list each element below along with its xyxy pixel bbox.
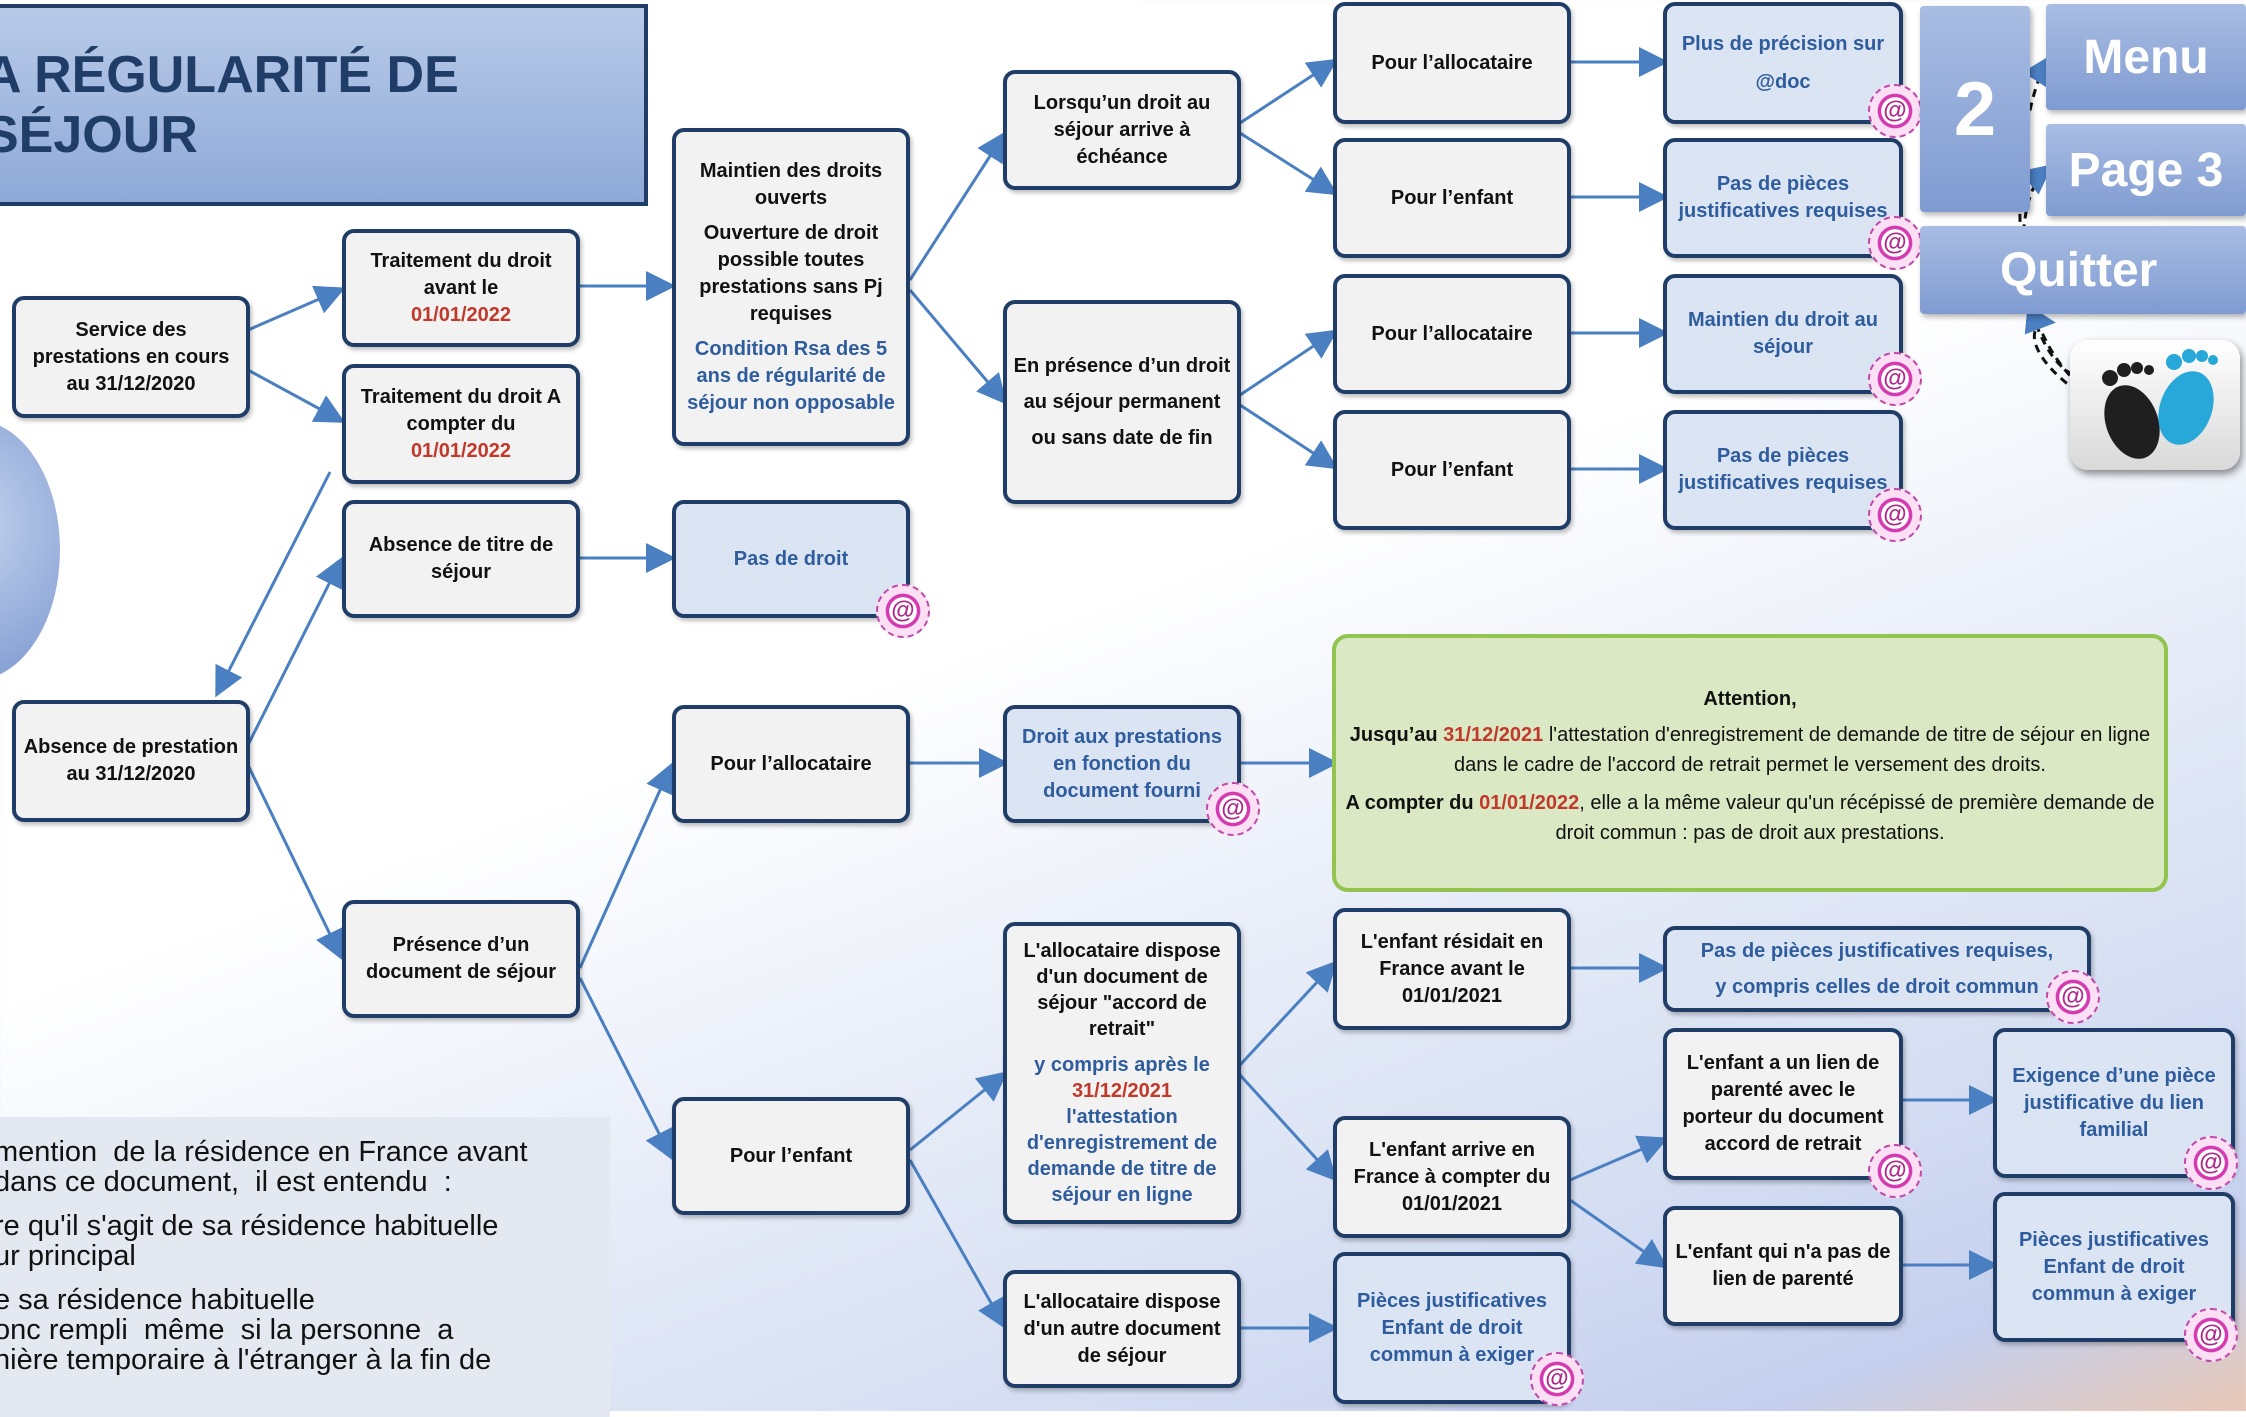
plus-precision-box[interactable]: Plus de précision sur @doc	[1663, 2, 1903, 124]
pour-enfant-3-box: Pour l’enfant	[672, 1097, 910, 1215]
pour-allocataire-2-box: Pour l’allocataire	[1333, 274, 1571, 394]
doc-seal-icon[interactable]: @	[2184, 1136, 2238, 1190]
page-number-badge: 2	[1920, 6, 2030, 212]
doc-seal-icon[interactable]: @	[1868, 1144, 1922, 1198]
attention-jusqu: Jusqu’au	[1349, 724, 1438, 746]
traitement-compter-date: 01/01/2022	[410, 439, 512, 462]
attention-note: Attention, Jusqu’au 31/12/2021 l'attesta…	[1332, 634, 2168, 892]
seal-glyph: @	[2061, 983, 2085, 1010]
page3-button[interactable]: Page 3	[2046, 124, 2246, 216]
droit-aux-prestations-box: Droit aux prestations en fonction du doc…	[1003, 705, 1241, 823]
y-compris-label: y compris après le	[1034, 1054, 1210, 1076]
note-line-7: nière temporaire à l'étranger à la fin d…	[0, 1344, 492, 1376]
doc-seal-icon[interactable]: @	[1868, 216, 1922, 270]
pas-pieces-1-box: Pas de pièces justificatives requises	[1663, 138, 1903, 258]
absence-titre-box: Absence de titre de séjour	[342, 500, 580, 618]
absence-prestation-box: Absence de prestation au 31/12/2020	[12, 700, 250, 822]
seal-glyph: @	[1883, 365, 1907, 392]
note-line-5: e sa résidence habituelle	[0, 1284, 315, 1316]
attestation-label: l'attestation d'enregistrement de demand…	[1026, 1106, 1218, 1206]
maintien-droit-sejour-box: Maintien du droit au séjour	[1663, 274, 1903, 394]
condition-rsa-label: Condition Rsa des 5 ans de régularité de…	[687, 337, 895, 414]
pour-enfant-2-box: Pour l’enfant	[1333, 410, 1571, 530]
traitement-compter-box: Traitement du droit A compter du 01/01/2…	[342, 364, 580, 484]
seal-glyph: @	[1883, 1157, 1907, 1184]
enfant-residait-box: L'enfant résidait en France avant le 01/…	[1333, 908, 1571, 1030]
pour-enfant-1-box: Pour l’enfant	[1333, 138, 1571, 258]
seal-glyph: @	[2199, 1321, 2223, 1348]
doc-seal-icon[interactable]: @	[2046, 970, 2100, 1024]
enfant-lien-parente-box: L'enfant a un lien de parenté avec le po…	[1663, 1028, 1903, 1180]
attention-text-1: l'attestation d'enregistrement de demand…	[1454, 724, 2151, 776]
page-title: A RÉGULARITÉ DE SÉJOUR	[0, 4, 648, 206]
quit-button[interactable]: Quitter	[1920, 226, 2246, 314]
allocataire-accord-retrait-box: L'allocataire dispose d'un document de s…	[1003, 922, 1241, 1224]
doc-seal-icon[interactable]: @	[1868, 488, 1922, 542]
service-prestations-box: Service des prestations en cours au 31/1…	[12, 296, 250, 418]
pour-allocataire-1-box: Pour l’allocataire	[1333, 2, 1571, 124]
accord-retrait-label: L'allocataire dispose d'un document de s…	[1023, 940, 1221, 1040]
accord-retrait-date: 31/12/2021	[1071, 1080, 1173, 1102]
ouverture-label: Ouverture de droit possible toutes prest…	[699, 221, 883, 325]
seal-glyph: @	[1883, 97, 1907, 124]
note-line-6: onc rempli même si la personne a	[0, 1314, 454, 1346]
doc-seal-icon[interactable]: @	[1868, 84, 1922, 138]
seal-glyph: @	[1883, 229, 1907, 256]
doc-seal-icon[interactable]: @	[1530, 1352, 1584, 1406]
attention-line-1: Jusqu’au 31/12/2021 l'attestation d'enre…	[1344, 720, 2156, 780]
pour-allocataire-3-box: Pour l’allocataire	[672, 705, 910, 823]
note-line-2: dans ce document, il est entendu :	[0, 1166, 452, 1198]
enfant-arrive-box: L'enfant arrive en France à compter du 0…	[1333, 1116, 1571, 1238]
maintien-droits-box: Maintien des droits ouverts Ouverture de…	[672, 128, 910, 446]
note-line-1: mention de la résidence en France avant	[0, 1136, 528, 1168]
traitement-avant-date: 01/01/2022	[410, 303, 512, 326]
attention-a-compter: A compter du	[1345, 792, 1474, 814]
attention-line-2: A compter du 01/01/2022, elle a la même …	[1344, 788, 2156, 848]
note-line-4: ur principal	[0, 1240, 136, 1272]
residence-note: mention de la résidence en France avant …	[0, 1117, 610, 1417]
traitement-avant-box: Traitement du droit avant le 01/01/2022	[342, 229, 580, 347]
pas-pieces-2-box: Pas de pièces justificatives requises	[1663, 410, 1903, 530]
pas-de-droit-box: Pas de droit	[672, 500, 910, 618]
note-line-3: re qu'il s'agit de sa résidence habituel…	[0, 1210, 499, 1242]
pieces-droit-commun-1-box: Pièces justificatives Enfant de droit co…	[1333, 1252, 1571, 1404]
doc-seal-icon[interactable]: @	[1206, 782, 1260, 836]
doc-seal-icon[interactable]: @	[876, 584, 930, 638]
pas-pieces-3-line1: Pas de pièces justificatives requises,	[1700, 940, 2054, 962]
attention-heading: Attention,	[1703, 688, 1797, 710]
maintien-label: Maintien des droits ouverts	[699, 159, 883, 209]
seal-glyph: @	[891, 597, 915, 624]
seal-glyph: @	[2199, 1149, 2223, 1176]
seal-glyph: @	[1545, 1365, 1569, 1392]
attention-date-1: 31/12/2021	[1443, 724, 1544, 746]
menu-button[interactable]: Menu	[2046, 4, 2246, 110]
traitement-compter-label: Traitement du droit A compter du	[360, 385, 562, 435]
allocataire-autre-document-box: L'allocataire dispose d'un autre documen…	[1003, 1270, 1241, 1388]
presence-document-box: Présence d’un document de séjour	[342, 900, 580, 1018]
attention-text-2: , elle a la même valeur qu'un récépissé …	[1555, 792, 2155, 844]
seal-glyph: @	[1883, 501, 1907, 528]
seal-glyph: @	[1221, 795, 1245, 822]
doc-seal-icon[interactable]: @	[2184, 1308, 2238, 1362]
pas-pieces-3-line2: y compris celles de droit commun	[1715, 976, 2039, 998]
presence-droit-permanent-box: En présence d’un droit au séjour permane…	[1003, 300, 1241, 504]
doc-seal-icon[interactable]: @	[1868, 352, 1922, 406]
enfant-sans-lien-box: L'enfant qui n'a pas de lien de parenté	[1663, 1206, 1903, 1326]
lorsqu-echeance-box: Lorsqu’un droit au séjour arrive à échéa…	[1003, 70, 1241, 190]
pas-pieces-3-box: Pas de pièces justificatives requises, y…	[1663, 926, 2091, 1012]
traitement-avant-label: Traitement du droit avant le	[370, 249, 552, 299]
attention-date-2: 01/01/2022	[1479, 792, 1580, 814]
footprints-icon[interactable]	[2070, 340, 2240, 470]
